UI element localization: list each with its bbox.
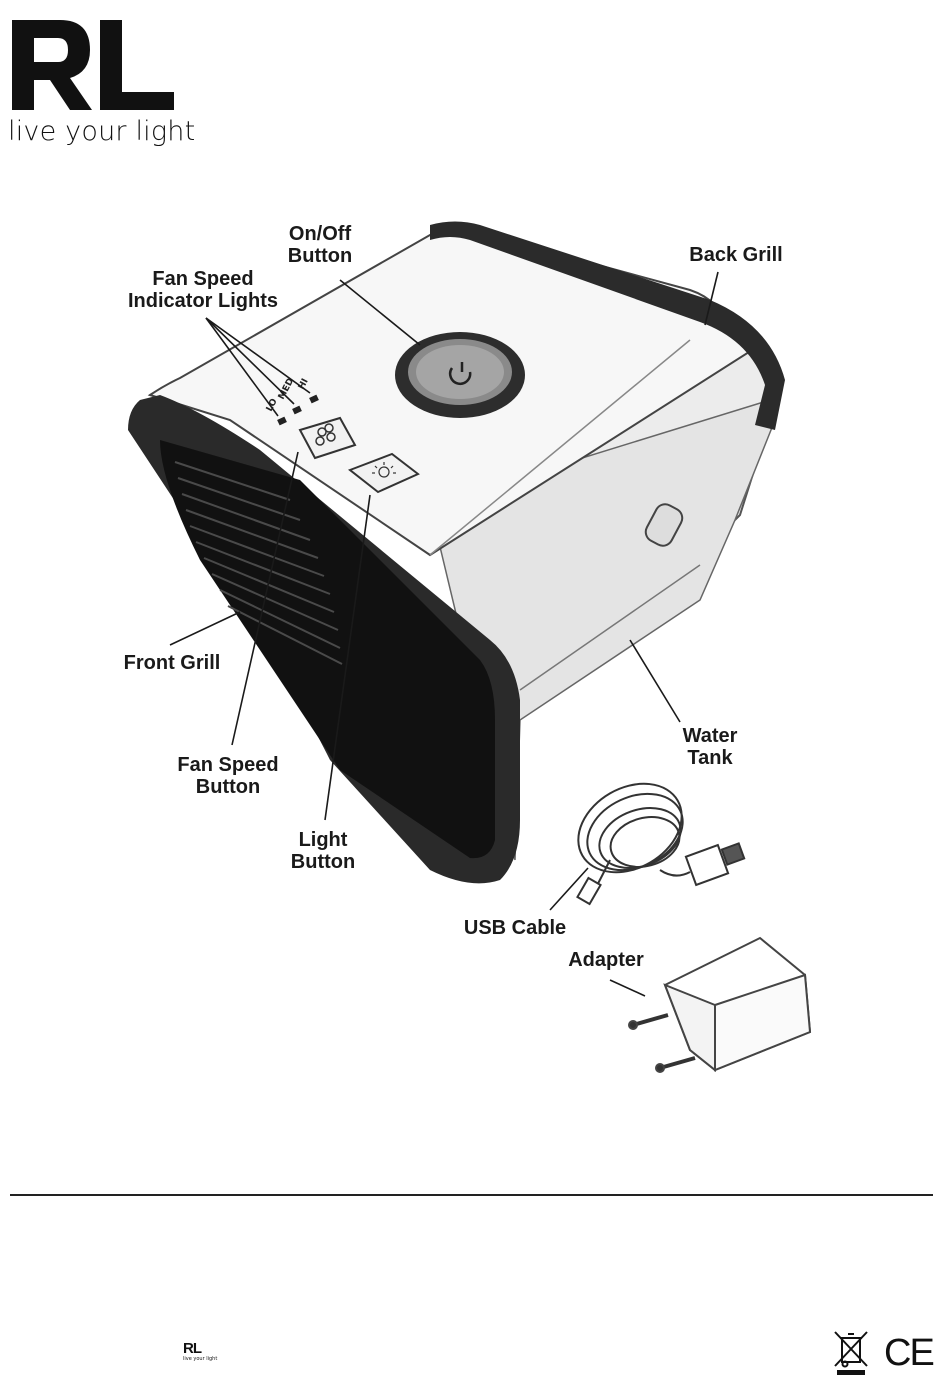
label-fan-button-line1: Fan Speed	[177, 754, 278, 776]
label-light-button-line1: Light	[299, 829, 348, 851]
footer-logo-tagline: live your light	[183, 1356, 217, 1362]
label-water-line2: Tank	[687, 747, 733, 769]
label-fan-lights-line2: Indicator Lights	[128, 290, 278, 312]
product-diagram: LO MED HI	[0, 0, 950, 1200]
label-adapter: Adapter	[568, 949, 644, 971]
label-fan-lights-line1: Fan Speed	[152, 268, 253, 290]
label-light-button-line2: Button	[291, 851, 355, 873]
label-onoff-line1: On/Off	[289, 223, 352, 245]
usb-cable-illustration	[562, 766, 744, 904]
adapter-illustration	[629, 938, 810, 1072]
label-onoff-line2: Button	[288, 245, 352, 267]
footer-logo: RL live your light	[183, 1342, 213, 1364]
on-off-button	[395, 332, 525, 418]
label-back-grill: Back Grill	[689, 244, 782, 266]
label-fan-button-line2: Button	[196, 776, 260, 798]
label-usb-cable: USB Cable	[464, 917, 566, 939]
footer-logo-mark: RL	[183, 1340, 201, 1357]
label-water-line1: Water	[683, 725, 738, 747]
ce-mark: CE	[884, 1332, 933, 1375]
crossed-out-wheelie-bin-icon	[833, 1330, 869, 1376]
footer-divider	[10, 1194, 933, 1196]
label-front-grill: Front Grill	[124, 652, 221, 674]
